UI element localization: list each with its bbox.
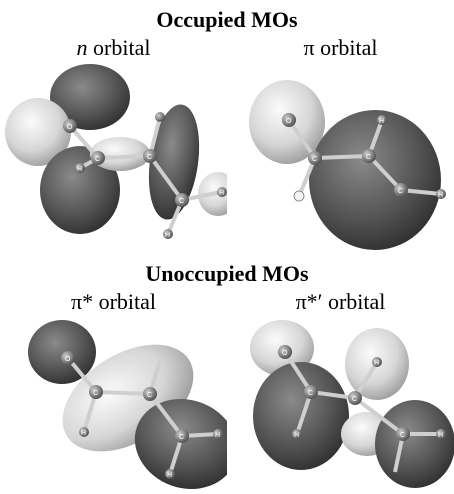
atom-label: H	[374, 360, 379, 367]
atom-label: H	[167, 472, 172, 479]
atom-label: C	[147, 154, 152, 161]
pi-star-prime-orbital-symbol: π*′	[296, 289, 323, 314]
atom-label: H	[81, 430, 86, 437]
unoccupied-mos-title: Unoccupied MOs	[0, 262, 454, 286]
pi-star-orbital-suffix: orbital	[93, 289, 156, 314]
atom-label: C	[400, 432, 405, 439]
atom-label: C	[366, 154, 371, 161]
atom-label: C	[398, 188, 403, 195]
n-orbital-symbol: n	[77, 35, 88, 60]
atom-label: H	[438, 192, 443, 199]
atom-label: H	[219, 190, 224, 197]
atom-label: C	[147, 392, 152, 399]
pi-star-prime-orbital-suffix: orbital	[322, 289, 385, 314]
atom-label: O	[67, 124, 73, 131]
atom-label: C	[179, 434, 184, 441]
atom-label: C	[312, 156, 317, 163]
pi-star-orbital-symbol: π*	[71, 289, 93, 314]
pi-orbital-diagram: O C C C H H	[227, 62, 454, 252]
atom-label: H	[165, 232, 170, 239]
atom-label: H	[379, 118, 384, 125]
n-orbital-suffix: orbital	[88, 35, 151, 60]
n-orbital-label: n orbital	[0, 36, 227, 60]
atom-label: C	[308, 390, 313, 397]
atom-label: H	[215, 432, 220, 439]
atom-label: O	[286, 118, 292, 125]
pi-star-prime-orbital-label: π*′ orbital	[227, 290, 454, 314]
orbital-lobe-dark	[28, 320, 96, 384]
pi-star-orbital-diagram: O C C C H H H	[0, 316, 227, 494]
pi-star-orbital-label: π* orbital	[0, 290, 227, 314]
pi-star-prime-orbital-diagram: O C C C H H H	[227, 316, 454, 494]
atom-label: O	[282, 350, 288, 357]
occupied-mos-title: Occupied MOs	[0, 8, 454, 32]
atom-label: C	[93, 390, 98, 397]
pi-orbital-label: π orbital	[227, 36, 454, 60]
orbital-lobe-dark	[375, 400, 454, 488]
atom-label: O	[65, 356, 71, 363]
atom-label: C	[179, 198, 184, 205]
atom-label: H	[294, 432, 299, 439]
hydrogen-atom	[155, 112, 165, 122]
pi-orbital-suffix: orbital	[315, 35, 378, 60]
atom-label: H	[438, 432, 443, 439]
atom-label: C	[95, 156, 100, 163]
atom-label: C	[352, 396, 357, 403]
pi-orbital-symbol: π	[303, 35, 314, 60]
orbital-lobe-dark	[309, 110, 441, 250]
atom-label: H	[77, 166, 82, 173]
n-orbital-diagram: O C C C H H H	[0, 62, 227, 252]
hydrogen-atom	[294, 191, 304, 201]
